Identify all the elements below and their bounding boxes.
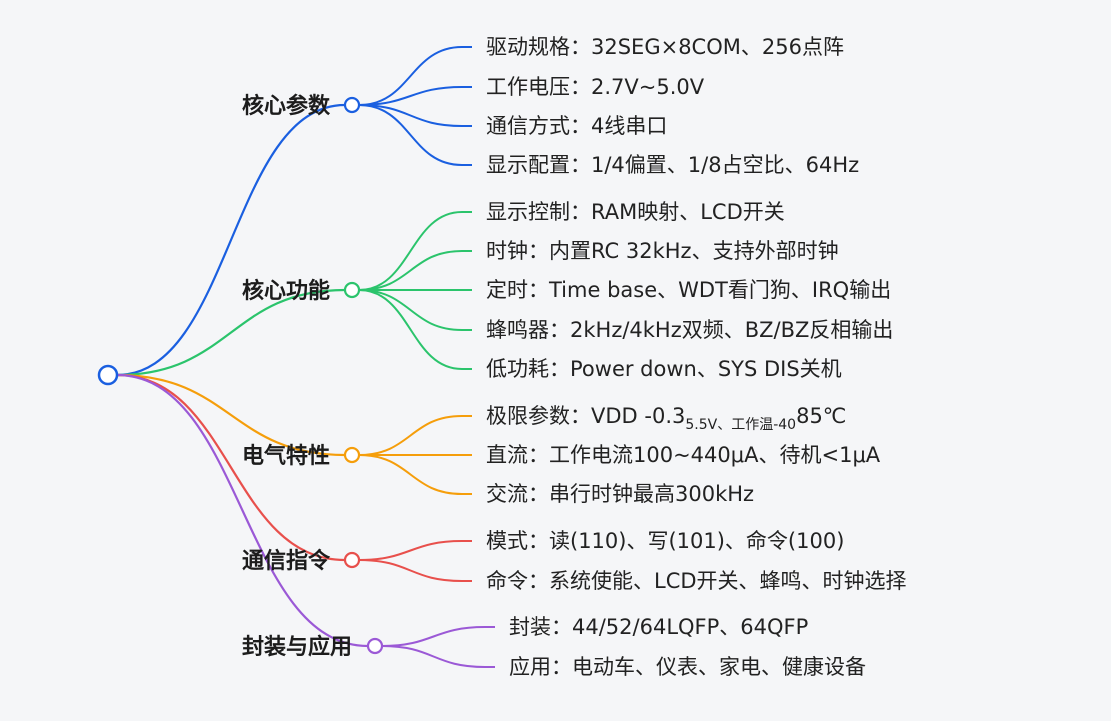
leaf-connector bbox=[358, 86, 472, 106]
root-node[interactable] bbox=[97, 364, 119, 386]
branch-connector bbox=[116, 288, 346, 377]
branch-connector bbox=[116, 373, 346, 457]
leaf-label: 命令：系统使能、LCD开关、蜂鸣、时钟选择 bbox=[486, 569, 907, 593]
leaf-label: 时钟：内置RC 32kHz、支持外部时钟 bbox=[486, 239, 839, 263]
leaf-connector bbox=[381, 645, 495, 668]
leaf-label: 驱动规格：32SEG×8COM、256点阵 bbox=[486, 35, 844, 59]
branch-label: 封装与应用 bbox=[242, 634, 352, 660]
leaf-label: 显示配置：1/4偏置、1/8占空比、64Hz bbox=[486, 153, 859, 177]
leaf-label-subscript: 5.5V、工作温-40 bbox=[685, 417, 796, 433]
leaf-label: 交流：串行时钟最高300kHz bbox=[486, 482, 754, 506]
leaf-label: 极限参数：VDD -0.35.5V、工作温-4085℃ bbox=[486, 404, 846, 433]
leaf-label: 应用：电动车、仪表、家电、健康设备 bbox=[509, 655, 866, 679]
leaf-connector bbox=[358, 454, 472, 495]
leaf-label: 模式：读(110)、写(101)、命令(100) bbox=[486, 529, 844, 553]
branch-connector bbox=[116, 373, 346, 562]
leaf-label: 工作电压：2.7V~5.0V bbox=[486, 75, 705, 99]
branch-node[interactable] bbox=[343, 551, 361, 569]
branch-node[interactable] bbox=[343, 96, 361, 114]
leaf-label: 封装：44/52/64LQFP、64QFP bbox=[509, 615, 808, 639]
branch-node[interactable] bbox=[343, 281, 361, 299]
leaf-label: 显示控制：RAM映射、LCD开关 bbox=[486, 200, 785, 224]
leaf-connector bbox=[358, 46, 472, 106]
branch-node[interactable] bbox=[343, 446, 361, 464]
branch-label: 电气特性 bbox=[242, 443, 330, 469]
leaf-label: 直流：工作电流100~440μA、待机<1μA bbox=[486, 443, 881, 467]
leaf-label: 通信方式：4线串口 bbox=[486, 114, 667, 138]
leaf-label: 低功耗：Power down、SYS DIS关机 bbox=[486, 357, 842, 381]
leaf-connector bbox=[358, 559, 472, 582]
branch-connector bbox=[116, 103, 346, 377]
leaf-connector bbox=[358, 289, 472, 331]
branch-node[interactable] bbox=[366, 637, 384, 655]
branch-label: 核心参数 bbox=[242, 93, 331, 119]
branch-connector bbox=[116, 373, 369, 648]
leaf-label: 定时：Time base、WDT看门狗、IRQ输出 bbox=[486, 278, 891, 302]
leaf-connector bbox=[358, 211, 472, 291]
leaf-connector bbox=[358, 250, 472, 291]
leaf-connector bbox=[358, 104, 472, 166]
leaf-connector bbox=[358, 540, 472, 561]
leaf-label: 蜂鸣器：2kHz/4kHz双频、BZ/BZ反相输出 bbox=[486, 318, 893, 342]
leaf-connector bbox=[358, 289, 472, 370]
leaf-connector bbox=[381, 626, 495, 647]
leaf-connector bbox=[358, 415, 472, 456]
branch-label: 通信指令 bbox=[242, 548, 331, 574]
branch-label: 核心功能 bbox=[242, 278, 330, 304]
leaf-connector bbox=[358, 104, 472, 127]
